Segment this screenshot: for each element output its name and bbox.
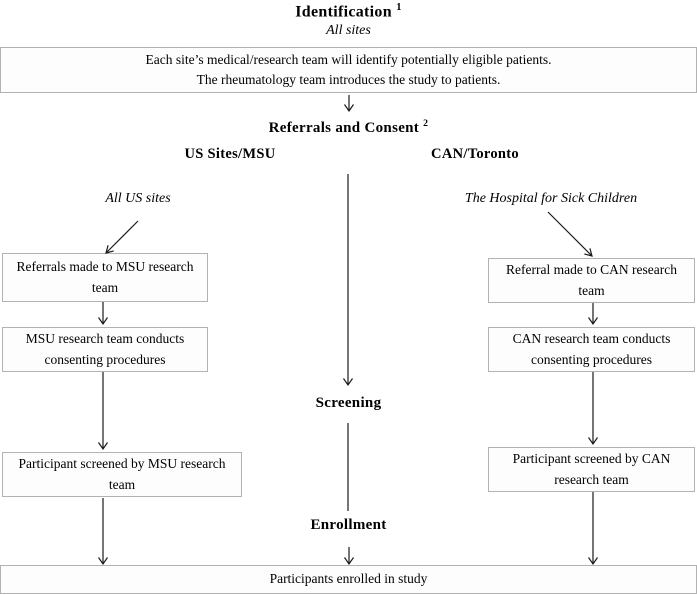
can-screen-box: Participant screened by CAN research tea… [488, 447, 695, 492]
can-referral-box-text: Referral made to CAN research team [506, 262, 677, 298]
us-sites-column-heading: US Sites/MSU [184, 146, 276, 162]
can-screen-box-text: Participant screened by CAN research tea… [512, 451, 671, 487]
can-consent-box-text: CAN research team conducts consenting pr… [512, 331, 671, 367]
screening-heading: Screening [315, 395, 382, 411]
can-referral-box: Referral made to CAN research team [488, 258, 695, 303]
enrolled-box-text: Participants enrolled in study [269, 571, 428, 587]
identify-box: Each site’s medical/research team will i… [0, 47, 697, 93]
can-toronto-column-heading: CAN/Toronto [431, 146, 519, 162]
us-referral-box-text: Referrals made to MSU research team [16, 259, 194, 295]
hospital-sick-children-label: The Hospital for Sick Children [464, 191, 638, 206]
arrow-hospital-to-can-referral [547, 211, 593, 257]
all-sites-label: All sites [326, 23, 371, 38]
us-consent-box: MSU research team conducts consenting pr… [2, 327, 208, 372]
arrow-can-referral-to-consent [588, 303, 598, 326]
identification-heading-footnote: 1 [396, 2, 402, 13]
us-consent-box-text: MSU research team conducts consenting pr… [25, 331, 185, 367]
referrals-consent-heading: Referrals and Consent 2 [0, 118, 697, 137]
us-screen-box-text: Participant screened by MSU research tea… [18, 456, 226, 492]
arrow-referrals-to-screening [343, 174, 353, 387]
arrow-allussites-to-us-referral [105, 220, 139, 254]
can-consent-box: CAN research team conducts consenting pr… [488, 327, 695, 372]
referrals-consent-heading-text: Referrals and Consent [268, 120, 420, 136]
us-referral-box: Referrals made to MSU research team [2, 253, 208, 302]
enrolled-box: Participants enrolled in study [0, 565, 697, 594]
referrals-consent-heading-footnote: 2 [423, 118, 429, 129]
identification-heading: Identification 1 [0, 2, 697, 21]
arrow-identify-to-referrals [344, 95, 354, 113]
arrow-enrollment-to-enrolled [344, 547, 354, 566]
identification-heading-text: Identification [295, 3, 392, 21]
arrow-us-referral-to-consent [98, 302, 108, 326]
identify-box-line2: The rheumatology team introduces the stu… [196, 72, 501, 87]
identify-box-line1: Each site’s medical/research team will i… [145, 51, 552, 67]
enrollment-heading: Enrollment [310, 517, 387, 533]
us-screen-box: Participant screened by MSU research tea… [2, 452, 242, 497]
all-us-sites-label: All US sites [105, 191, 171, 206]
